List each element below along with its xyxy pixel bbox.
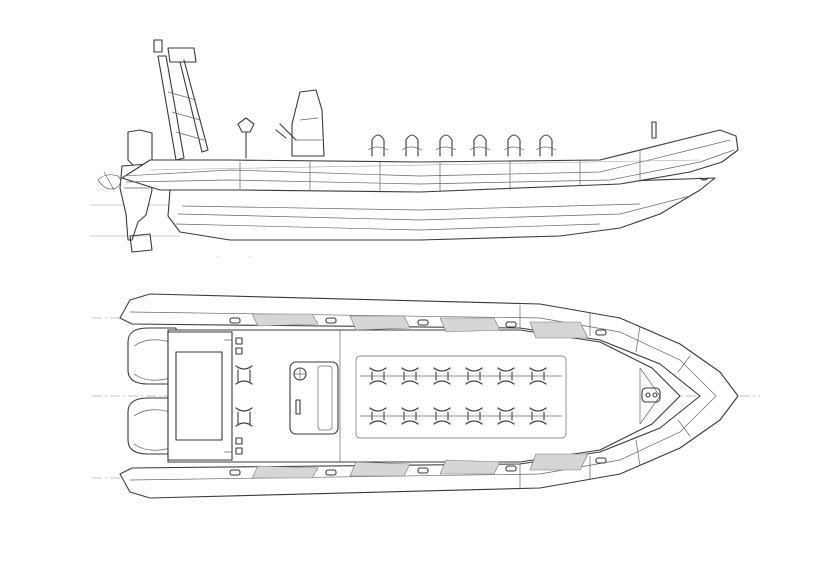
side-seat (435, 134, 457, 157)
plan-seat (497, 367, 515, 385)
bow-fitting (641, 387, 661, 403)
plan-top-view (92, 293, 760, 499)
radar-arch (153, 39, 209, 161)
plan-seat (369, 367, 387, 385)
tube-handles (229, 317, 607, 476)
outboard-engine (97, 129, 153, 253)
engines-top (127, 327, 177, 455)
plan-seat (433, 367, 451, 385)
plan-seat (497, 407, 515, 425)
side-seat (535, 134, 557, 157)
tube-sponson (121, 129, 739, 193)
seat-frame-outline (355, 355, 567, 439)
plan-seat (433, 407, 451, 425)
jockey-seats-side (367, 134, 557, 157)
rear-seats (235, 365, 253, 427)
plan-seat (465, 407, 483, 425)
seats-lower-row (360, 407, 562, 425)
stern-bench (167, 331, 233, 461)
bow-post (651, 121, 657, 139)
plan-seat (401, 367, 419, 385)
plan-seat (401, 407, 419, 425)
side-seat (401, 134, 423, 157)
plan-seat (465, 367, 483, 385)
plan-seat (529, 407, 547, 425)
deck-fittings (235, 337, 243, 455)
plan-seat (369, 407, 387, 425)
side-seat (503, 134, 525, 157)
seats-upper-row (360, 367, 562, 385)
console-plan (289, 361, 339, 435)
deck-plan (167, 329, 681, 463)
plan-seat (529, 367, 547, 385)
grip-pads-lower (251, 453, 589, 479)
steering-console (237, 89, 325, 159)
side-seat (367, 134, 389, 157)
side-seat (469, 134, 491, 157)
grip-pads-upper (251, 313, 589, 339)
side-profile-view (90, 39, 739, 258)
